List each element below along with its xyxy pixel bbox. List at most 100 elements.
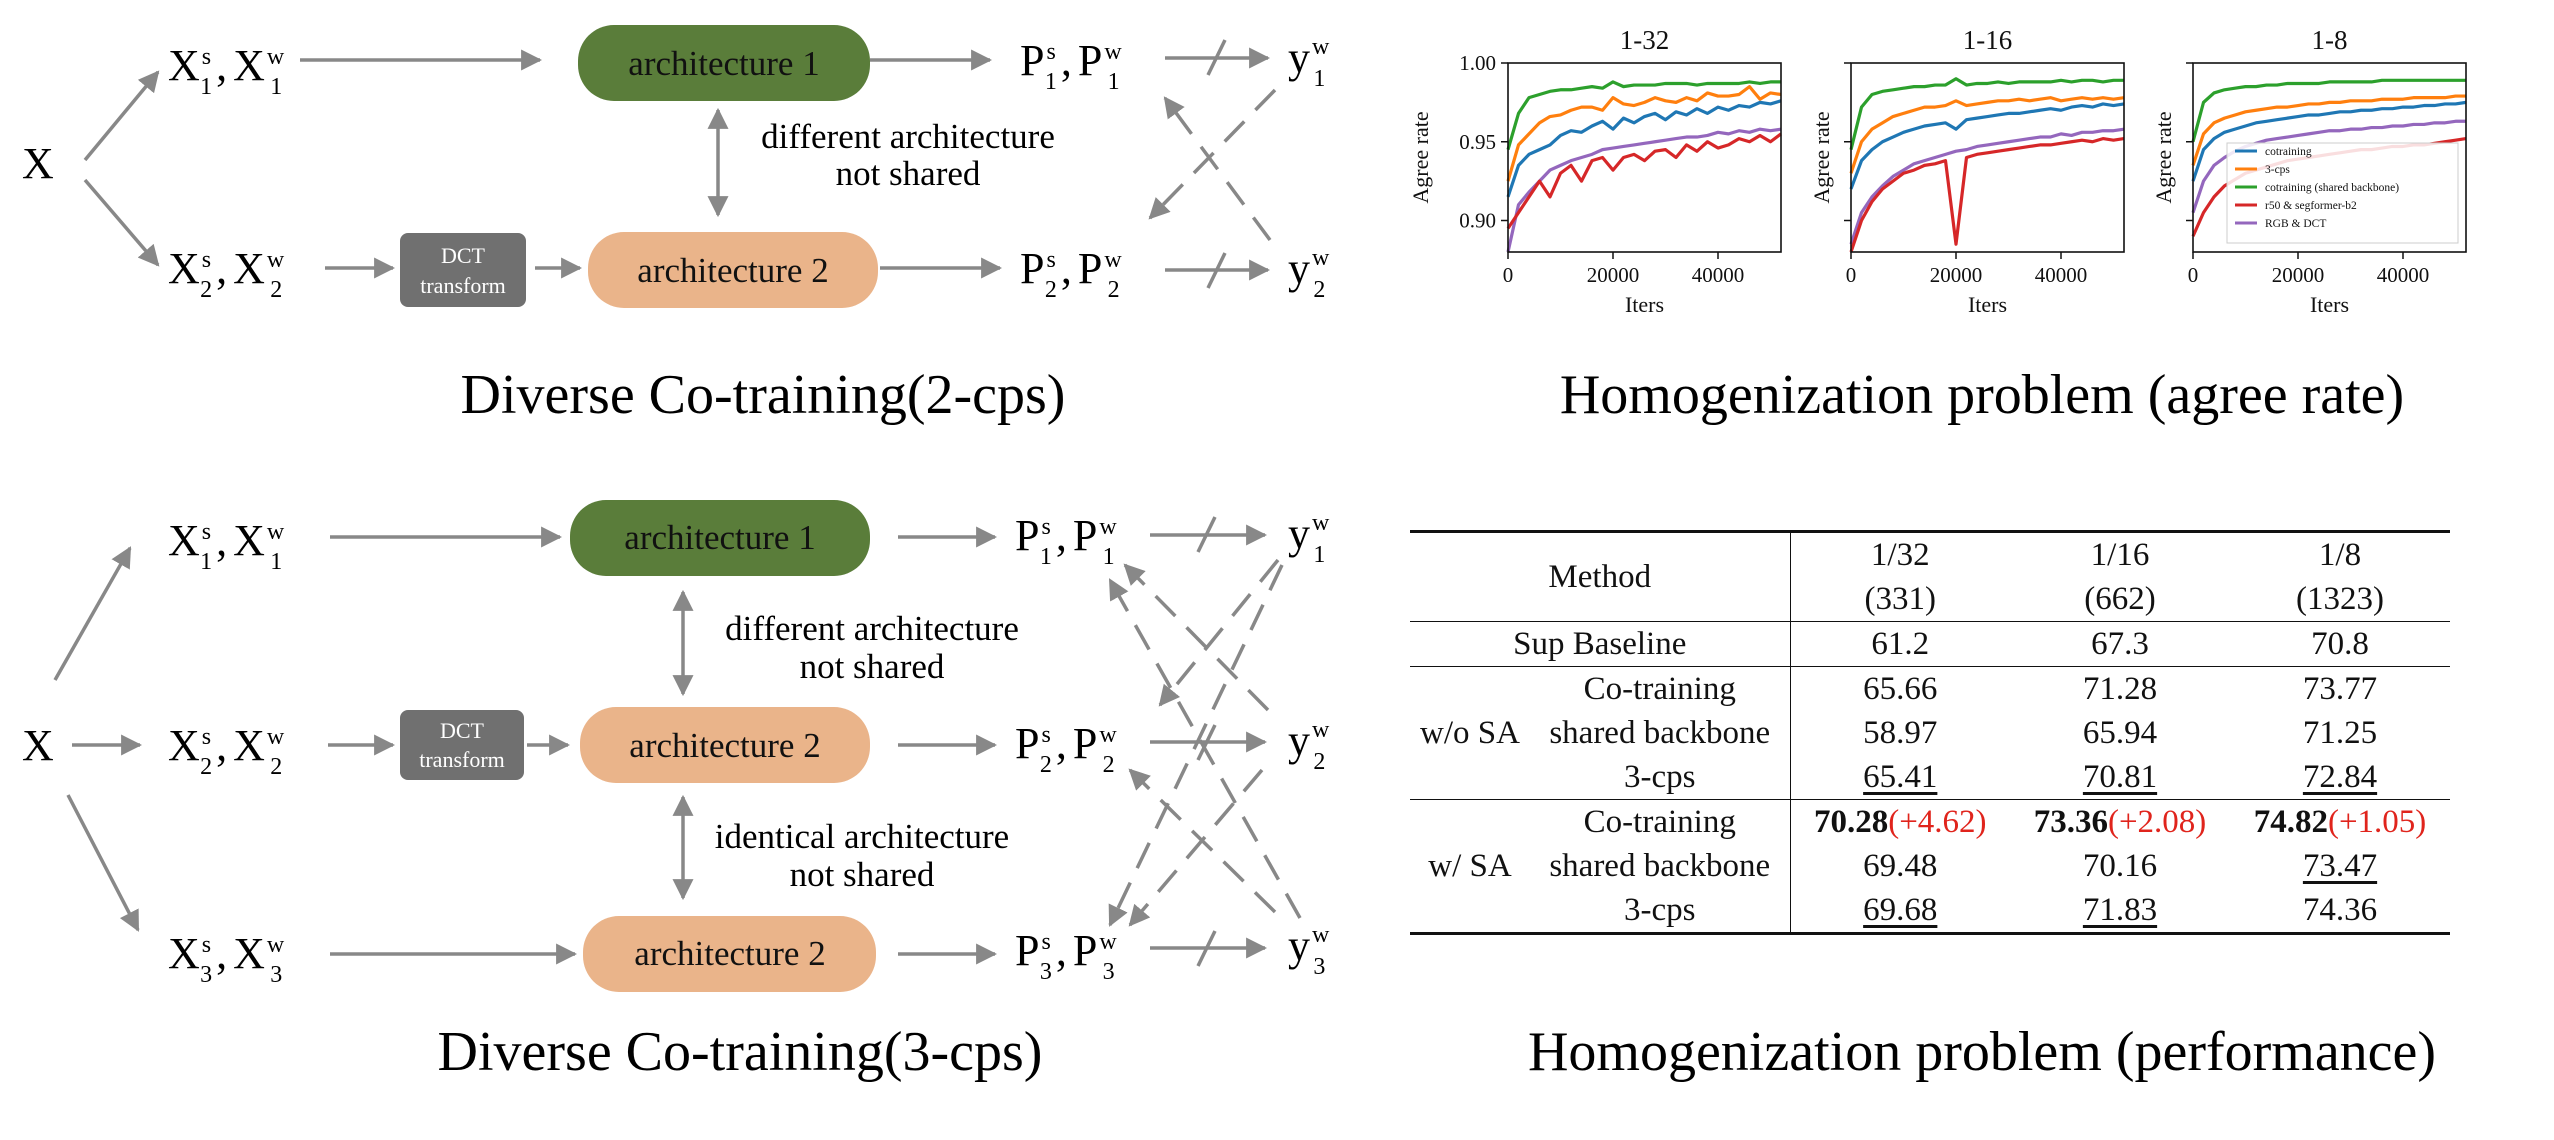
series-line-1 xyxy=(1849,96,2125,174)
note1-line1: different architecture xyxy=(725,609,1019,648)
table-row: 3-cps 65.41 70.81 72.84 xyxy=(1410,755,2450,800)
performance-title: Homogenization problem (performance) xyxy=(1528,1021,2436,1083)
note2-line2: not shared xyxy=(790,855,935,894)
architecture-3-block xyxy=(583,916,876,992)
row-label: Sup Baseline xyxy=(1410,621,1791,667)
row-label: 3-cps xyxy=(1530,755,1791,800)
plot-frame xyxy=(1850,62,2125,253)
diagram-2cps-title: Diverse Co-training(2-cps) xyxy=(461,364,1066,426)
x-tick-label: 0 xyxy=(1846,263,1857,287)
table-cell: 71.83 xyxy=(2082,891,2158,928)
arch3-label: architecture 2 xyxy=(634,934,825,973)
row-label: 3-cps xyxy=(1530,888,1791,934)
table-cell: 67.3 xyxy=(2091,625,2149,662)
table-row: Sup Baseline 61.2 67.3 70.8 xyxy=(1410,621,2450,667)
table-header-row: Method 1/32 1/16 1/8 xyxy=(1410,531,2450,622)
table-cell: 73.77 xyxy=(2302,670,2378,707)
group-label: w/o SA xyxy=(1420,714,1520,751)
arch1-label: architecture 1 xyxy=(624,518,815,557)
table-cell: 65.41 xyxy=(1863,758,1938,795)
x-tick-label: 40000 xyxy=(2377,263,2430,287)
diagram-3cps-title: Diverse Co-training(3-cps) xyxy=(438,1021,1043,1083)
col-header: 1/32 xyxy=(1870,536,1930,573)
chart-title: 1-32 xyxy=(1620,25,1670,55)
dct-transform-block xyxy=(400,233,526,307)
legend-entry: cotraining xyxy=(2265,146,2312,158)
architecture-2-block xyxy=(580,707,870,783)
y-tick-label: 0.90 xyxy=(1459,209,1496,233)
table-header-row: (331) (662) (1323) xyxy=(1410,577,2450,622)
agree-rate-title: Homogenization problem (agree rate) xyxy=(1560,364,2404,426)
arch2-label: architecture 2 xyxy=(637,251,828,290)
series-line-3 xyxy=(1506,127,1782,253)
legend-entry: r50 & segformer-b2 xyxy=(2265,200,2357,212)
row-label: shared backbone xyxy=(1530,844,1791,888)
table-cell: 74.36 xyxy=(2302,891,2378,928)
table-row: shared backbone 58.97 65.94 71.25 xyxy=(1410,711,2450,755)
note2-line1: identical architecture xyxy=(715,817,1009,856)
table-cell: 72.84 xyxy=(2302,758,2378,795)
x-input: X xyxy=(22,139,54,188)
col-header-count: (331) xyxy=(1864,580,1936,617)
architecture-1-block xyxy=(570,500,870,576)
series-line-1 xyxy=(1506,85,1782,182)
y-axis-label: Agree rate xyxy=(1809,111,1834,203)
architecture-1-block xyxy=(578,25,870,101)
series-line-3 xyxy=(1849,127,2125,245)
row-label: Co-training xyxy=(1530,666,1791,711)
table-cell: 69.68 xyxy=(1863,891,1938,928)
y-tick-label: 0.95 xyxy=(1459,130,1496,154)
table-row: 3-cps 69.68 71.83 74.36 xyxy=(1410,888,2450,934)
col-header-count: (662) xyxy=(2084,580,2156,617)
series-line-4 xyxy=(1849,137,2125,253)
diagram-3cps: architecture 1 architecture 2 architectu… xyxy=(22,500,1330,1083)
series-line-2 xyxy=(1849,102,2125,190)
dct-label-line1: DCT xyxy=(440,718,485,743)
x-tick-label: 40000 xyxy=(1692,263,1745,287)
plot-frame xyxy=(1507,62,1782,253)
series-line-1 xyxy=(2191,94,2466,166)
table-row: w/o SA Co-training 65.66 71.28 73.77 xyxy=(1410,666,2450,751)
x-axis-label: Iters xyxy=(2310,292,2349,317)
series-line-0 xyxy=(1849,77,2124,151)
series-line-0 xyxy=(1506,80,1781,151)
x-tick-label: 0 xyxy=(2188,263,2199,287)
series-line-2 xyxy=(1506,99,1782,198)
diagram-2cps: architecture 1 architecture 2 DCT transf… xyxy=(22,25,1330,426)
table-row: w/ SA Co-training 70.28(+4.62) 73.36(+2.… xyxy=(1410,799,2450,884)
x-input: X xyxy=(22,721,54,770)
architecture-2-block xyxy=(588,232,878,308)
table-cell: 70.8 xyxy=(2311,625,2369,662)
series-line-0 xyxy=(2191,100,2467,182)
table-cell: 65.94 xyxy=(2082,714,2158,751)
dct-label-line2: transform xyxy=(419,747,505,772)
legend-entry: 3-cps xyxy=(2265,164,2290,176)
legend-entry: RGB & DCT xyxy=(2265,218,2326,230)
x-axis-label: Iters xyxy=(1625,292,1664,317)
x-tick-label: 20000 xyxy=(1587,263,1640,287)
performance-table: Method 1/32 1/16 1/8 (331) (662) (1323) … xyxy=(1410,530,2450,935)
x-tick-label: 0 xyxy=(1503,263,1514,287)
row-label: shared backbone xyxy=(1530,711,1791,755)
dct-transform-block xyxy=(400,710,524,780)
table-cell: 71.25 xyxy=(2302,714,2378,751)
x-axis-label: Iters xyxy=(1968,292,2007,317)
note-line2: not shared xyxy=(836,154,981,193)
table-cell: 73.47 xyxy=(2302,847,2378,884)
table-cell: 71.28 xyxy=(2082,670,2158,707)
table-cell: 74.82(+1.05) xyxy=(2253,803,2427,840)
y-axis-label: Agree rate xyxy=(2151,111,2176,203)
